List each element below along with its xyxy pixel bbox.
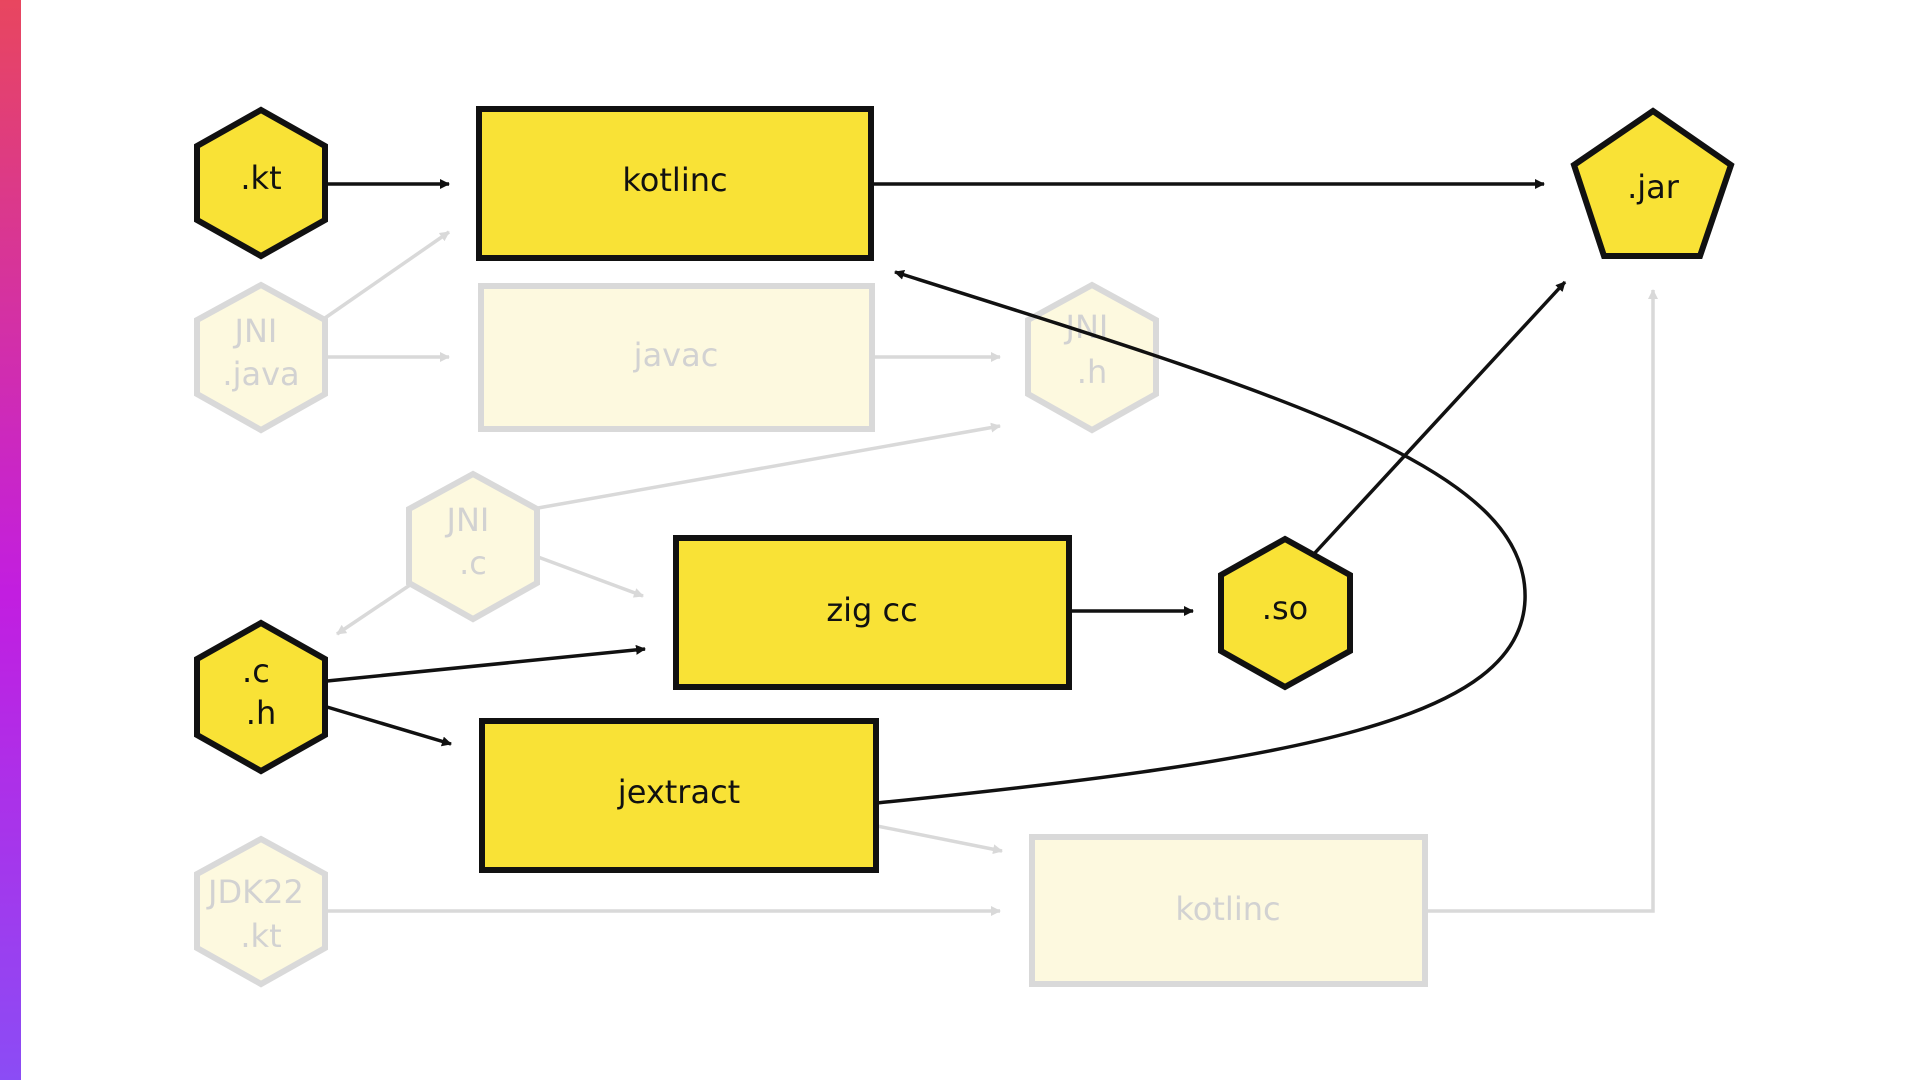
edge-jni-c-to-zig-cc — [537, 555, 644, 598]
kt-label: .kt — [240, 159, 281, 197]
accent-gradient-bar — [0, 0, 21, 1080]
jdk22-kt-line-1: JDK22 — [206, 873, 304, 911]
c-h-hexagon-shape — [194, 619, 328, 775]
javac-node: javac — [478, 283, 875, 432]
kotlinc-bottom-node: kotlinc — [1029, 834, 1428, 987]
jni-java-file-node: JNI .java — [194, 281, 328, 434]
edge-jni-c-to-jni-h — [537, 422, 1001, 510]
jdk22-kt-hexagon-shape — [194, 835, 328, 988]
jni-h-line-2: .h — [1077, 353, 1107, 391]
jextract-label: jextract — [617, 773, 740, 811]
c-h-line-2: .h — [246, 694, 276, 732]
javac-box-shape — [478, 283, 875, 432]
edge-so-to-jar — [1311, 280, 1567, 557]
jni-java-hexagon-shape — [194, 281, 328, 434]
svg-text:JDK22 .kt: JDK22 .kt — [206, 873, 314, 955]
faded-nodes: JNI .java javac JNI .h JNI .c — [194, 281, 1428, 988]
jni-c-hexagon-shape — [406, 470, 540, 623]
svg-text:JNI .c: JNI .c — [445, 501, 500, 582]
kotlinc-bottom-box-shape — [1029, 834, 1428, 987]
c-h-file-node: .c .h — [194, 619, 328, 775]
jdk22-kt-line-2: .kt — [240, 917, 281, 955]
active-edges — [326, 179, 1567, 805]
jni-java-line-1: JNI — [233, 312, 278, 350]
so-file-node: .so — [1218, 535, 1353, 691]
kotlinc-top-box-shape — [476, 106, 874, 261]
c-h-line-1: .c — [242, 652, 270, 690]
edge-jextract-to-kotlinc-bottom — [876, 824, 1003, 855]
jar-pentagon-shape — [1570, 107, 1735, 259]
so-label: .so — [1262, 589, 1308, 627]
zig-cc-box-shape — [673, 535, 1072, 690]
jni-h-hexagon-shape — [1025, 281, 1159, 434]
jni-h-file-node: JNI .h — [1025, 281, 1159, 434]
edge-c-h-to-jextract — [326, 705, 452, 747]
zig-cc-label: zig cc — [826, 591, 917, 629]
faded-edges — [324, 230, 1658, 916]
jni-c-file-node: JNI .c — [406, 470, 540, 623]
kotlinc-top-node: kotlinc — [476, 106, 874, 261]
edge-jni-c-to-c-h — [336, 583, 411, 636]
jni-c-line-1: JNI — [445, 501, 490, 539]
edge-c-h-to-zig-cc — [326, 644, 646, 683]
jar-file-node: .jar — [1570, 107, 1735, 259]
jni-java-line-2: .java — [222, 355, 299, 393]
active-nodes: .kt kotlinc .jar zig cc .so .c .h — [194, 106, 1735, 873]
svg-text:JNI .java: JNI .java — [222, 312, 299, 393]
edge-jextract-to-kotlinc — [876, 269, 1527, 805]
jni-c-line-2: .c — [459, 544, 487, 582]
kt-hexagon-shape — [194, 106, 328, 260]
kotlinc-top-label: kotlinc — [622, 161, 727, 199]
jar-label: .jar — [1627, 168, 1680, 206]
zig-cc-node: zig cc — [673, 535, 1072, 690]
jextract-box-shape — [479, 718, 879, 873]
svg-text:.c .h: .c .h — [242, 652, 280, 732]
jextract-node: jextract — [479, 718, 879, 873]
so-hexagon-shape — [1218, 535, 1353, 691]
kt-file-node: .kt — [194, 106, 328, 260]
jdk22-kt-file-node: JDK22 .kt — [194, 835, 328, 988]
javac-label: javac — [633, 336, 719, 374]
svg-text:JNI .h: JNI .h — [1064, 308, 1119, 391]
edge-jni-java-to-kotlinc — [324, 230, 450, 320]
kotlinc-bottom-label: kotlinc — [1175, 890, 1280, 928]
edge-kotlinc-bottom-to-jar — [1425, 289, 1658, 913]
